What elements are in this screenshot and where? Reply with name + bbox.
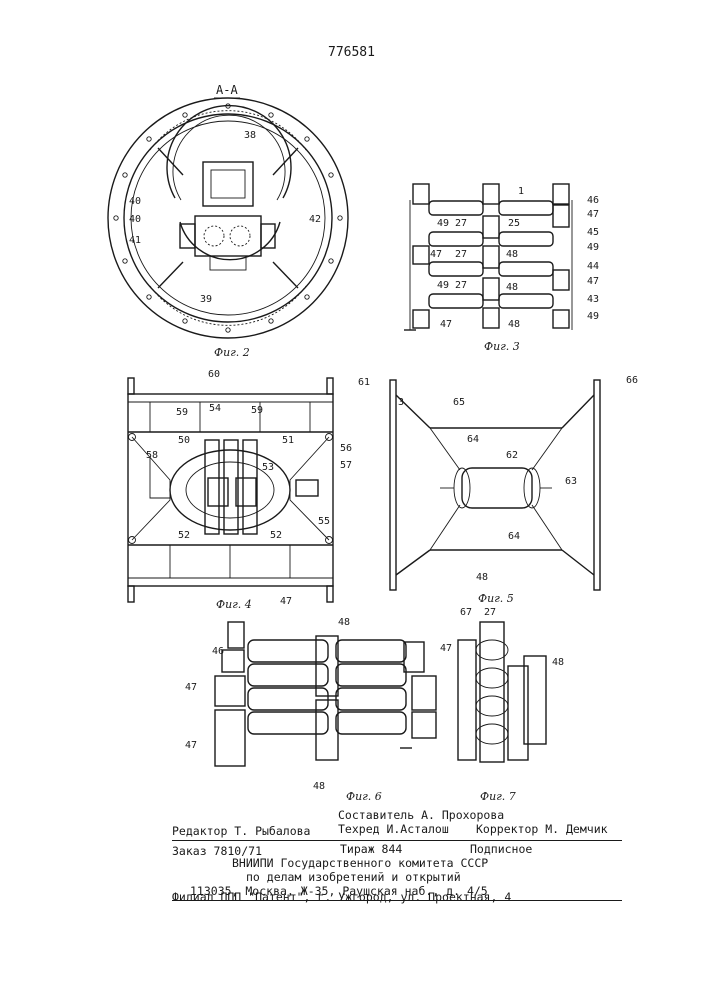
org-line-2: по делам изобретений и открытий: [246, 870, 461, 884]
fig2-label-42: 42: [309, 214, 321, 225]
fig3-label-48c: 48: [508, 319, 520, 330]
subscription-line: Подписное: [470, 842, 532, 856]
fig6-label-47b: 47: [185, 682, 197, 693]
patent-number: 776581: [328, 45, 375, 60]
fig4-label-60: 60: [208, 369, 220, 380]
fig4-label-57: 57: [340, 460, 352, 471]
fig5-label-66: 66: [626, 375, 638, 386]
fig6-label-47a: 47: [440, 643, 452, 654]
fig7-caption: Фиг. 7: [480, 790, 516, 800]
fig5-label-62: 62: [506, 450, 518, 461]
fig3-label-1: 1: [518, 186, 524, 197]
fig4-label-50: 50: [178, 435, 190, 446]
fig4-label-58: 58: [146, 450, 158, 461]
divider-top: [172, 840, 622, 841]
figure-2: A-A: [108, 83, 348, 359]
fig2-label-38: 38: [244, 130, 256, 141]
fig6-caption: Фиг. 6: [346, 790, 382, 800]
figure-5: 3 65 66 64 62 63 64 48 Фиг. 5: [390, 375, 638, 605]
fig3-label-48b: 48: [506, 282, 518, 293]
fig3-label-49a: 49: [587, 242, 599, 253]
fig5-label-48: 48: [476, 572, 488, 583]
fig5-label-64a: 64: [467, 434, 479, 445]
fig7-label-27: 27: [484, 607, 496, 618]
fig3-label-49b: 49: [587, 311, 599, 322]
fig3-label-47b: 47: [587, 276, 599, 287]
corrector-line: Корректор М. Демчик: [476, 822, 608, 836]
section-label: A-A: [216, 83, 238, 97]
imprint-block: Составитель А. Прохорова Редактор Т. Рыб…: [0, 800, 707, 910]
fig5-label-3: 3: [398, 397, 404, 408]
techred-line: Техред И.Асталош: [338, 822, 449, 836]
fig3-label-48a: 48: [506, 249, 518, 260]
fig5-label-64b: 64: [508, 531, 520, 542]
fig4-caption: Фиг. 4: [216, 598, 252, 611]
figure-7: 67 27 48 Фиг. 7: [458, 607, 564, 800]
fig3-caption: Фиг. 3: [484, 340, 520, 353]
fig3-label-27a: 27: [455, 218, 467, 229]
fig3-label-47a: 47: [587, 209, 599, 220]
fig4-label-52a: 52: [178, 530, 190, 541]
fig5-label-63: 63: [565, 476, 577, 487]
fig3-label-44: 44: [587, 261, 599, 272]
drawings-canvas: 776581 A-A: [0, 0, 707, 800]
fig3-label-47d: 47: [430, 249, 442, 260]
branch-line: Филиал ППП "Патент", г. Ужгород, ул. Про…: [172, 890, 511, 904]
fig3-label-47c: 47: [440, 319, 452, 330]
fig5-caption: Фиг. 5: [478, 592, 514, 605]
fig4-label-52b: 52: [270, 530, 282, 541]
fig4-label-47: 47: [280, 596, 292, 607]
fig3-label-49d: 49: [437, 280, 449, 291]
fig4-label-53: 53: [262, 462, 274, 473]
fig6-label-46: 46: [212, 646, 224, 657]
fig2-label-40a: 40: [129, 196, 141, 207]
figure-4: 60 61 59 54 59 50 51 53 58 56 57 52 52 5…: [128, 369, 370, 611]
fig4-label-59a: 59: [176, 407, 188, 418]
fig3-label-49c: 49: [437, 218, 449, 229]
editor-line: Редактор Т. Рыбалова: [172, 824, 310, 838]
fig5-label-65: 65: [453, 397, 465, 408]
fig2-caption: Фиг. 2: [214, 346, 250, 359]
fig4-label-51: 51: [282, 435, 294, 446]
fig4-label-61: 61: [358, 377, 370, 388]
fig2-label-41: 41: [129, 235, 141, 246]
fig6-label-48a: 48: [338, 617, 350, 628]
fig3-column-right: [553, 184, 569, 328]
fig6-label-47c: 47: [185, 740, 197, 751]
fig3-label-43: 43: [587, 294, 599, 305]
fig4-label-59b: 59: [251, 405, 263, 416]
org-line-1: ВНИИПИ Государственного комитета СССР: [232, 856, 488, 870]
fig2-label-40b: 40: [129, 214, 141, 225]
circulation-line: Тираж 844: [340, 842, 402, 856]
fig3-label-45: 45: [587, 227, 599, 238]
fig7-label-67: 67: [460, 607, 472, 618]
compiler-line: Составитель А. Прохорова: [338, 808, 504, 822]
figure-6: 46 48 47 47 47 48 Фиг. 6: [185, 617, 452, 800]
fig7-label-48: 48: [552, 657, 564, 668]
fig3-label-46: 46: [587, 195, 599, 206]
fig2-label-39: 39: [200, 294, 212, 305]
fig3-label-25: 25: [508, 218, 520, 229]
fig3-label-27c: 27: [455, 280, 467, 291]
figure-3: 1 46 47 45 49 44 47 43 49 27 25 27 27 49…: [404, 184, 599, 353]
fig4-label-56: 56: [340, 443, 352, 454]
fig3-column-left: [413, 184, 429, 328]
fig3-label-27b: 27: [455, 249, 467, 260]
fig4-label-55: 55: [318, 516, 330, 527]
fig3-column-mid: [483, 184, 499, 328]
fig4-label-54: 54: [209, 403, 221, 414]
flange-bolt-holes: [114, 104, 342, 332]
fig6-label-48b: 48: [313, 781, 325, 792]
